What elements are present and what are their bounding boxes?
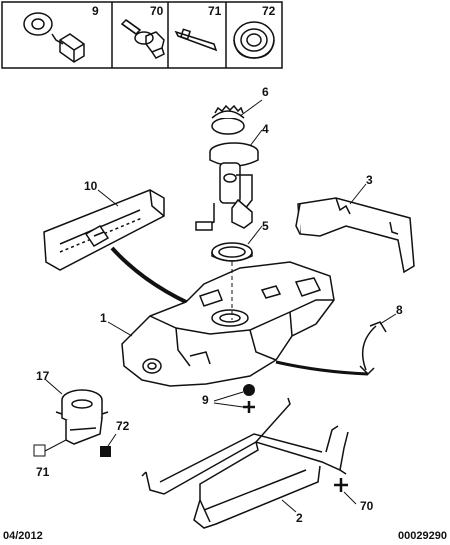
callout-10: 10 [84,179,98,193]
diagram-reference-number: 00029290 [398,530,447,542]
parts-legend: 9 70 71 72 [1,1,283,69]
cable-tie-icon [174,28,218,52]
retaining-ring-part [211,104,245,135]
callout-17: 17 [36,369,50,383]
fuel-tank-part [121,261,335,387]
callout-3: 3 [366,173,373,187]
callout-72: 72 [116,419,130,433]
washer-and-bolt-icon [23,12,85,63]
fastener-cross-icon [243,401,255,413]
legend-number-71: 71 [208,4,222,18]
legend-number-9: 9 [92,4,99,18]
vent-pipe [275,360,369,376]
callout-2: 2 [296,511,303,525]
bracket-part [359,321,387,376]
callout-1: 1 [100,311,107,325]
diagram-date: 04/2012 [3,530,43,542]
strap-bolt-cross-icon [334,478,348,492]
tank-fasteners [213,384,255,413]
fastener-dot-icon [243,384,255,396]
fuel-pump-sender-part [195,142,259,231]
callout-8: 8 [396,303,403,317]
legend-number-70: 70 [150,4,164,18]
grommet-marker-icon [100,446,111,457]
leader-lines [45,99,397,513]
callout-5: 5 [262,219,269,233]
callout-4: 4 [262,122,269,136]
heat-shield-part [295,197,415,274]
callout-71: 71 [36,465,50,479]
flanged-bolt-icon [120,19,165,59]
filler-guide-part [43,189,165,271]
callout-6: 6 [262,85,269,99]
pump-seal-part [211,242,253,262]
canister-valve-part [55,389,109,445]
callout-70: 70 [360,499,374,513]
tank-straps-part [141,397,349,529]
legend-number-72: 72 [262,4,276,18]
cable-tie-marker-icon [33,444,46,457]
callout-9: 9 [202,393,209,407]
grommet-icon [233,21,275,59]
